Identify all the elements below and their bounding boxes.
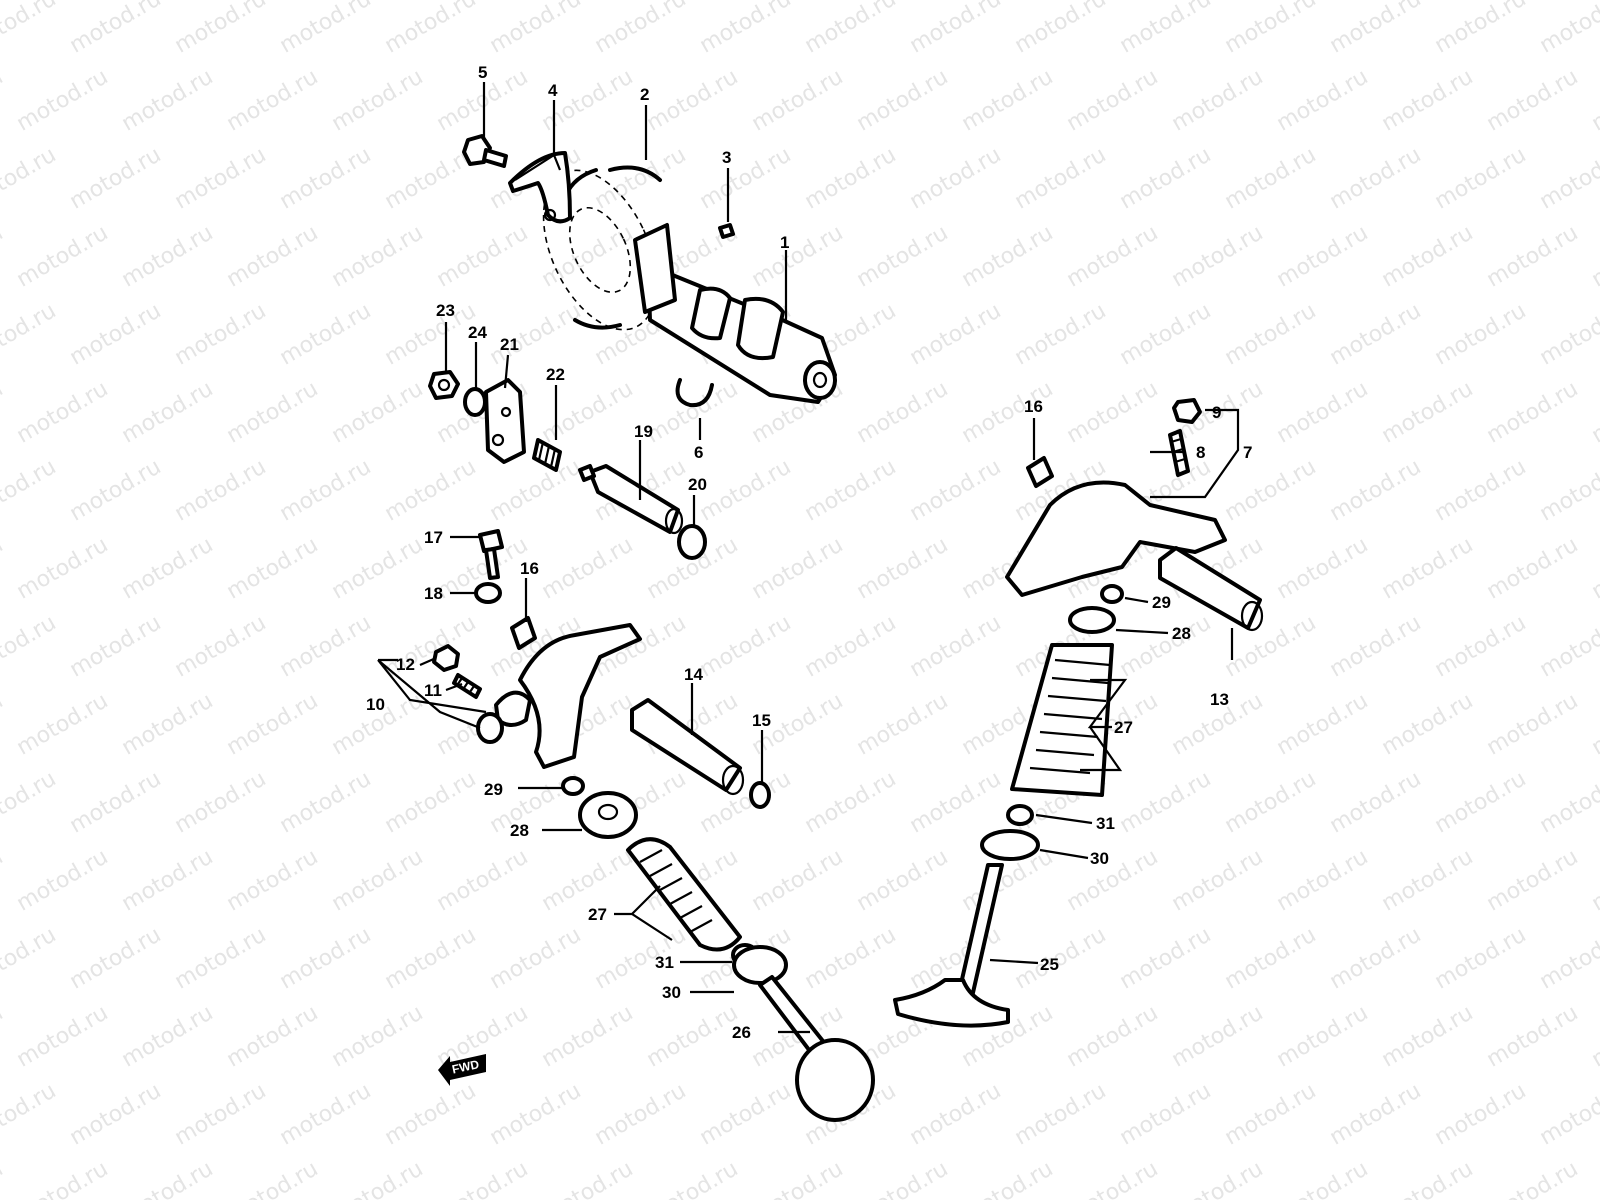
leader-lines — [377, 82, 1240, 1034]
screw-11 — [452, 673, 482, 699]
callout-27-left: 27 — [588, 905, 607, 924]
plate-4 — [508, 151, 572, 224]
nut-23 — [428, 370, 460, 400]
nut-9 — [1172, 398, 1202, 424]
callout-7: 7 — [1243, 443, 1252, 462]
callout-28-right: 28 — [1172, 624, 1191, 643]
callout-9: 9 — [1212, 403, 1221, 422]
callout-26: 26 — [732, 1023, 751, 1042]
callout-25: 25 — [1040, 955, 1059, 974]
spring-27-right — [1010, 643, 1114, 797]
cap-16-left — [510, 616, 537, 650]
oring-20 — [677, 524, 707, 560]
washer-18 — [474, 582, 502, 604]
bolt-17 — [478, 529, 504, 580]
tensioner-plate-21 — [484, 378, 526, 464]
callout-16-right: 16 — [1024, 397, 1043, 416]
camshaft — [633, 223, 837, 404]
cap-16-right — [1026, 456, 1054, 488]
callout-29-right: 29 — [1152, 593, 1171, 612]
callouts: 1 2 3 4 5 6 7 8 9 10 11 12 13 14 15 16 1… — [366, 63, 1252, 1042]
callout-22: 22 — [546, 365, 565, 384]
callout-8: 8 — [1196, 443, 1205, 462]
retainer-28-left — [578, 791, 638, 839]
seat-30-right — [980, 829, 1040, 861]
callout-14: 14 — [684, 665, 703, 684]
callout-5: 5 — [478, 63, 487, 82]
bolt-5 — [462, 134, 508, 168]
retainer-28-right — [1068, 606, 1116, 634]
callout-2: 2 — [640, 85, 649, 104]
callout-28-left: 28 — [510, 821, 529, 840]
callout-12: 12 — [396, 655, 415, 674]
rocker-arm-left — [494, 623, 642, 769]
valve-25-exhaust — [893, 863, 1010, 1028]
shaft-19 — [578, 464, 684, 535]
rocker-shaft-14 — [630, 698, 745, 796]
callout-13: 13 — [1210, 690, 1229, 709]
washer-24 — [463, 387, 487, 417]
callout-6: 6 — [694, 443, 703, 462]
callout-16-left: 16 — [520, 559, 539, 578]
front-direction-arrow: FWD — [438, 1054, 486, 1086]
seal-31-right — [1006, 804, 1034, 826]
front-marker-label: FWD — [451, 1057, 481, 1076]
callout-11: 11 — [424, 681, 442, 700]
callout-3: 3 — [722, 148, 731, 167]
seat-30-left — [732, 945, 788, 985]
callout-24: 24 — [468, 323, 487, 342]
cotter-29-right — [1100, 584, 1124, 604]
spring-22 — [532, 438, 562, 472]
rocker-arm-right — [1005, 480, 1227, 597]
callout-18: 18 — [424, 584, 443, 603]
adjuster-10 — [476, 712, 504, 744]
callout-15: 15 — [752, 711, 771, 730]
callout-20: 20 — [688, 475, 707, 494]
callout-19: 19 — [634, 422, 653, 441]
callout-30-left: 30 — [662, 983, 681, 1002]
callout-27-right: 27 — [1114, 718, 1133, 737]
oring-15 — [749, 781, 771, 809]
callout-1: 1 — [780, 233, 789, 252]
callout-4: 4 — [548, 81, 558, 100]
spring-27-left — [626, 837, 742, 952]
nut-12 — [432, 644, 460, 672]
rocker-shaft-13 — [1158, 546, 1264, 632]
callout-10: 10 — [366, 695, 385, 714]
callout-30-right: 30 — [1090, 849, 1109, 868]
callout-31-left: 31 — [655, 953, 674, 972]
circlip-6 — [675, 378, 714, 408]
callout-17: 17 — [424, 528, 443, 547]
callout-23: 23 — [436, 301, 455, 320]
callout-21: 21 — [500, 335, 519, 354]
pin-3 — [718, 223, 735, 239]
cotter-29-left — [561, 776, 585, 796]
valve-26-intake — [758, 975, 875, 1122]
callout-29-left: 29 — [484, 780, 503, 799]
callout-31-right: 31 — [1096, 814, 1115, 833]
